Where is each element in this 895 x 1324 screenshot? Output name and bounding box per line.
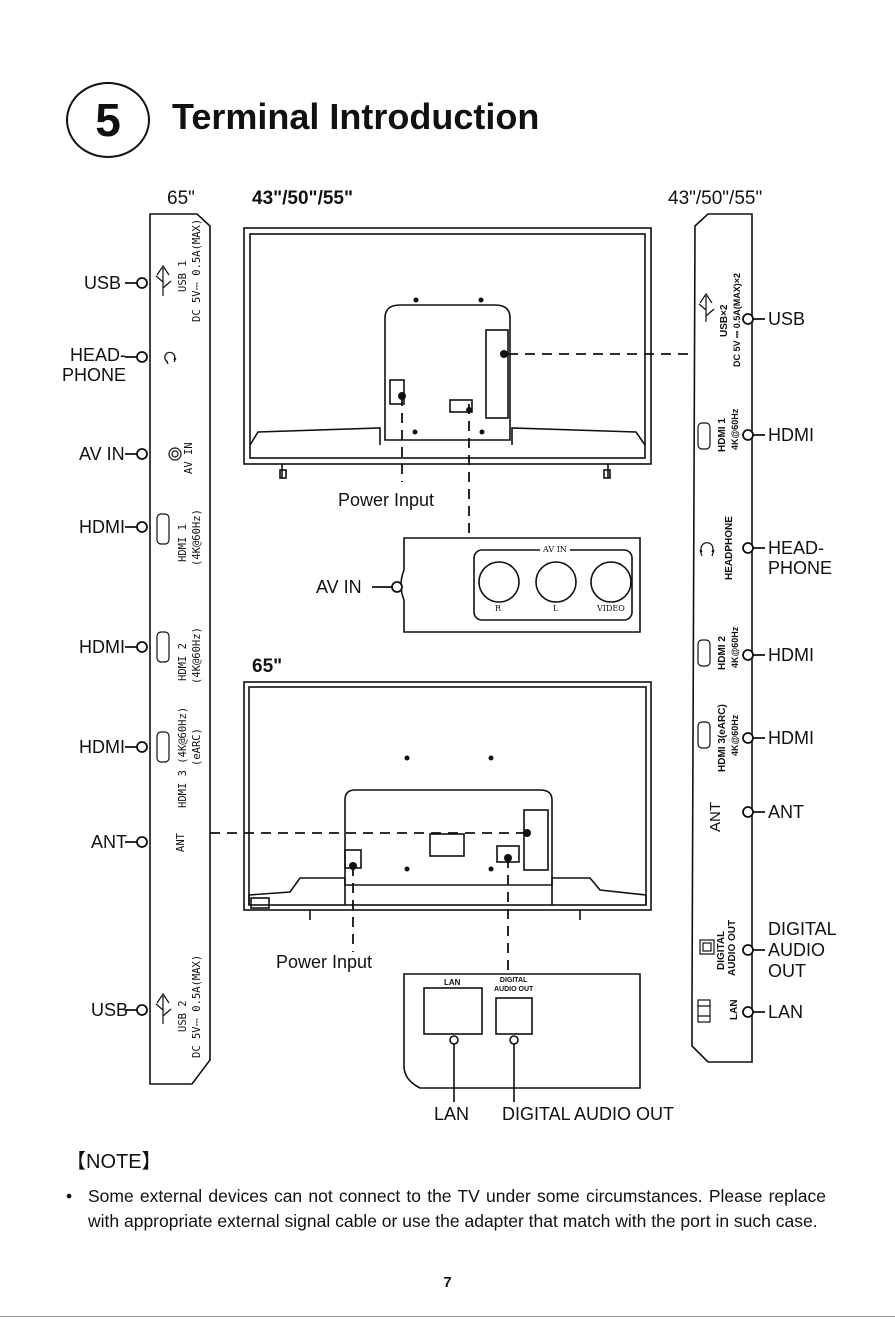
left-label-hdmi-1: HDMI bbox=[79, 517, 125, 537]
left-port-text-hdmi2: HDMI 2 bbox=[177, 643, 189, 681]
av-in-label: AV IN bbox=[316, 577, 362, 597]
lan-digital-box bbox=[403, 973, 641, 1089]
right-port-text-audio-out: AUDIO OUT bbox=[727, 919, 738, 976]
right-label-hdmi-3: HDMI bbox=[768, 728, 814, 748]
av-jack-r bbox=[478, 561, 520, 603]
right-label-digital-audio-out: DIGITAL AUDIO OUT bbox=[768, 919, 837, 981]
lan-port bbox=[423, 987, 483, 1035]
right-label-ant: ANT bbox=[768, 802, 804, 822]
page-title: Terminal Introduction bbox=[172, 96, 540, 137]
left-panel-size: 65" bbox=[167, 188, 195, 209]
right-port-spec-hdmi1: 4K@60Hz bbox=[730, 408, 740, 450]
av-jack-video bbox=[590, 561, 632, 603]
tv-top-side-ports bbox=[485, 329, 509, 419]
left-port-text-usb2: USB 2 bbox=[177, 1000, 189, 1032]
bottom-tv-size: 65" bbox=[252, 656, 283, 677]
tv-top-back-cover bbox=[384, 304, 511, 441]
right-panel-size: 43"/50"/55" bbox=[668, 188, 763, 209]
digital-audio-out-bottom-label: DIGITAL AUDIO OUT bbox=[502, 1104, 675, 1124]
right-terminal-panel bbox=[691, 213, 753, 1063]
top-power-input-label: Power Input bbox=[338, 490, 435, 510]
left-port-spec-usb2: DC 5V⎓ 0.5A(MAX) bbox=[191, 954, 203, 1058]
right-port-spec-hdmi3: 4K@60Hz bbox=[730, 714, 740, 756]
right-label-hdmi-2: HDMI bbox=[768, 645, 814, 665]
right-port-text-usb: USB×2 bbox=[719, 304, 730, 337]
left-label-ant: ANT bbox=[91, 832, 127, 852]
right-port-text-ant: ANT bbox=[707, 802, 724, 832]
tv-bottom-side-ports bbox=[523, 809, 549, 871]
note-heading: 【NOTE】 bbox=[66, 1151, 162, 1173]
right-port-text-lan: LAN bbox=[729, 999, 740, 1020]
right-port-text-hdmi2: HDMI 2 bbox=[717, 636, 728, 670]
right-label-usb: USB bbox=[768, 309, 806, 329]
tv-top-back bbox=[243, 227, 652, 465]
left-label-headphone: HEAD- PHONE bbox=[62, 345, 127, 385]
right-port-text-hdmi1: HDMI 1 bbox=[717, 418, 728, 452]
left-label-usb-2: USB bbox=[91, 1000, 129, 1020]
left-port-text-avin: AV IN bbox=[183, 442, 195, 474]
right-port-text-hdmi3: HDMI 3(eARC) bbox=[717, 704, 728, 772]
lan-box-caption: LAN bbox=[444, 978, 461, 987]
left-port-text-hdmi3: HDMI 3 (4K@60Hz) bbox=[177, 706, 189, 808]
tv-bottom-back-cover bbox=[344, 789, 553, 886]
right-label-lan: LAN bbox=[768, 1002, 804, 1022]
digital-box-caption: DIGITAL AUDIO OUT bbox=[494, 977, 534, 993]
left-port-spec-hdmi2: (4K@60Hz) bbox=[191, 627, 203, 684]
left-terminal-panel bbox=[149, 213, 211, 1085]
lan-bottom-label: LAN bbox=[434, 1104, 470, 1124]
left-port-text-ant: ANT bbox=[175, 833, 187, 852]
left-label-av-in: AV IN bbox=[79, 444, 125, 464]
left-port-text-usb1: USB 1 bbox=[177, 260, 189, 292]
av-in-caption: AV IN bbox=[540, 545, 570, 554]
right-label-hdmi-1: HDMI bbox=[768, 425, 814, 445]
av-jack-video-label: VIDEO bbox=[597, 604, 625, 613]
digital-audio-port bbox=[495, 997, 533, 1035]
left-label-hdmi-2: HDMI bbox=[79, 637, 125, 657]
left-label-hdmi-3: HDMI bbox=[79, 737, 125, 757]
top-tv-size: 43"/50"/55" bbox=[252, 188, 353, 209]
av-jack-l-label: L bbox=[553, 604, 559, 613]
right-port-spec-usb: DC 5V ⎓ 0.5A(MAX)×2 bbox=[732, 273, 742, 367]
note-text: Some external devices can not connect to… bbox=[88, 1186, 826, 1231]
left-port-text-hdmi1: HDMI 1 bbox=[177, 524, 189, 562]
av-jack-r-label: R bbox=[495, 604, 502, 613]
left-label-usb-1: USB bbox=[84, 273, 122, 293]
left-port-spec-hdmi3: (eARC) bbox=[191, 728, 203, 766]
note-bullet: • bbox=[66, 1186, 73, 1206]
section-number-badge: 5 bbox=[66, 82, 150, 158]
av-jack-l bbox=[535, 561, 577, 603]
tv-bottom-back bbox=[243, 681, 652, 911]
bottom-divider bbox=[0, 1316, 895, 1317]
right-port-spec-hdmi2: 4K@60Hz bbox=[730, 626, 740, 668]
page-number: 7 bbox=[443, 1274, 452, 1291]
left-port-spec-usb1: DC 5V⎓ 0.5A(MAX) bbox=[191, 218, 203, 322]
left-port-spec-hdmi1: (4K@60Hz) bbox=[191, 509, 203, 566]
av-in-box bbox=[400, 537, 641, 633]
section-number: 5 bbox=[95, 94, 121, 146]
right-port-text-headphone: HEADPHONE bbox=[724, 516, 735, 580]
right-label-headphone: HEAD- PHONE bbox=[768, 538, 833, 578]
note-item: • Some external devices can not connect … bbox=[66, 1184, 826, 1234]
bottom-power-input-label: Power Input bbox=[276, 952, 373, 972]
